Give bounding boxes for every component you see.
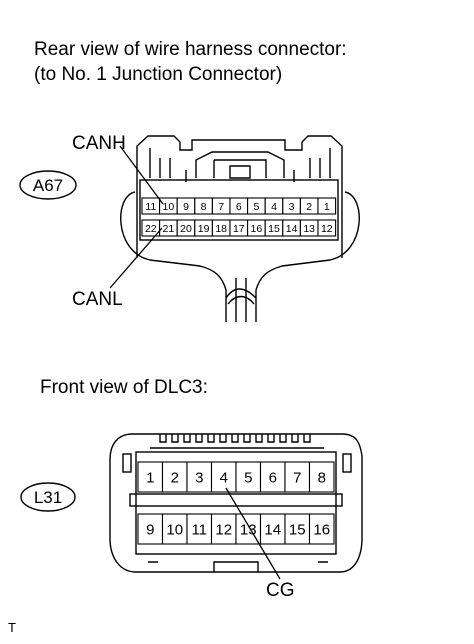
- caption-rear-view-line2: (to No. 1 Junction Connector): [34, 64, 283, 85]
- dlc3-terminal-cell: [161, 513, 188, 545]
- dlc3-terminal-cell: [210, 513, 237, 545]
- a67-terminal-pin-label: 9: [183, 201, 189, 213]
- a67-terminal-cell: [317, 219, 337, 237]
- a67-terminal-pin-label: 4: [271, 201, 277, 213]
- a67-id-text: A67: [33, 176, 63, 195]
- dlc3-terminal-pin-label: 7: [293, 469, 301, 486]
- a67-terminal-pin-label: 10: [163, 201, 175, 213]
- caption-rear-view-line1: Rear view of wire harness connector:: [34, 39, 347, 60]
- a67-terminal-pin-label: 19: [198, 223, 210, 235]
- caption-front-view: Front view of DLC3:: [40, 377, 208, 398]
- a67-terminal-pin-label: 17: [233, 223, 245, 235]
- connector-dlc3: [109, 433, 363, 573]
- corner-mark: T: [8, 620, 16, 635]
- label-canl: CANL: [72, 289, 123, 310]
- dlc3-terminal-cell: [284, 461, 311, 493]
- l31-id-badge: L31: [20, 482, 76, 512]
- a67-terminal-pin-label: 16: [251, 223, 263, 235]
- a67-terminal-pin-label: 11: [145, 201, 156, 213]
- leader-canh: [119, 145, 164, 205]
- a67-terminal-pin-label: 2: [306, 201, 312, 213]
- dlc3-terminal-cell: [259, 461, 286, 493]
- a67-terminal-pin-label: 7: [218, 201, 224, 213]
- a67-terminal-pin-label: 20: [180, 223, 192, 235]
- dlc3-terminal-pin-label: 15: [289, 521, 306, 538]
- a67-terminal-pin-label: 3: [289, 201, 295, 213]
- dlc3-terminal-pin-label: 13: [240, 521, 257, 538]
- a67-terminal-pin-label: 1: [324, 201, 330, 213]
- a67-terminal-pin-label: 18: [215, 223, 227, 235]
- dlc3-terminal-pin-label: 8: [318, 469, 326, 486]
- a67-terminal-pin-label: 22: [145, 223, 157, 235]
- a67-terminal-pin-label: 14: [286, 223, 298, 235]
- a67-terminal-pin-label: 15: [268, 223, 280, 235]
- a67-terminal-pin-label: 5: [253, 201, 259, 213]
- a67-terminal-pin-label: 8: [201, 201, 207, 213]
- a67-terminal-pin-label: 6: [236, 201, 242, 213]
- dlc3-terminal-pin-label: 11: [191, 521, 207, 538]
- dlc3-terminal-pin-label: 10: [166, 521, 183, 538]
- dlc3-terminal-cell: [308, 461, 335, 493]
- dlc3-terminal-pin-label: 6: [269, 469, 277, 486]
- a67-terminal-pin-label: 12: [321, 223, 333, 235]
- leader-cg: [225, 487, 281, 580]
- a67-terminal-cell: [317, 197, 337, 215]
- leader-canl: [109, 227, 163, 289]
- dlc3-terminal-pin-label: 5: [244, 469, 252, 486]
- dlc3-terminal-cell: [235, 461, 262, 493]
- a67-terminal-pin-label: 13: [303, 223, 315, 235]
- dlc3-terminal-pin-label: 16: [313, 521, 330, 538]
- dlc3-terminal-pin-label: 4: [220, 469, 228, 486]
- dlc3-terminal-cell: [161, 461, 188, 493]
- dlc3-terminal-pin-label: 14: [264, 521, 281, 538]
- connector-a67: [120, 135, 360, 322]
- dlc3-terminal-pin-label: 3: [195, 469, 203, 486]
- dlc3-terminal-pin-label: 2: [171, 469, 179, 486]
- label-cg: CG: [266, 580, 295, 601]
- dlc3-terminal-cell: [186, 461, 213, 493]
- dlc3-terminal-pin-label: 9: [146, 521, 154, 538]
- a67-terminal-pin-label: 21: [163, 223, 175, 235]
- dlc3-terminal-pin-label: 1: [146, 469, 154, 486]
- label-canh: CANH: [72, 133, 126, 154]
- dlc3-terminal-cell: [308, 513, 335, 545]
- dlc3-terminal-pin-label: 12: [215, 521, 232, 538]
- a67-id-badge: A67: [19, 170, 77, 200]
- l31-id-text: L31: [34, 488, 62, 507]
- dlc3-terminal-cell: [259, 513, 286, 545]
